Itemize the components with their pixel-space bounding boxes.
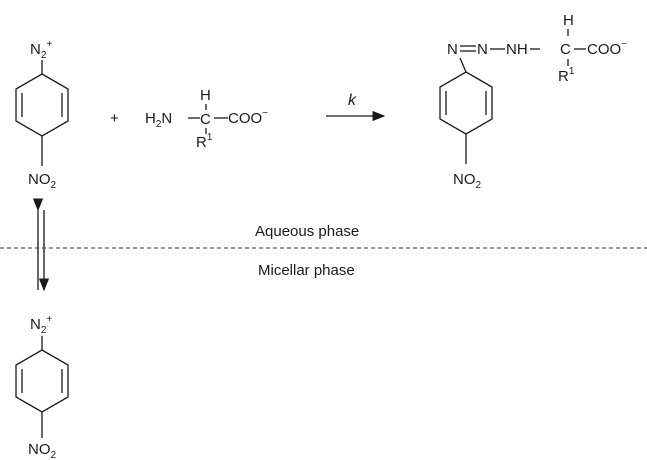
- plus-sign: +: [110, 110, 119, 127]
- diazonium-n-label: N2+: [30, 39, 52, 61]
- azo-ring-bond: [459, 57, 467, 73]
- h-atom-label: H: [200, 87, 211, 104]
- product-h-label: H: [563, 12, 574, 29]
- benzene-ring: [15, 73, 69, 137]
- product-carboxylate-label: COO−: [587, 39, 627, 58]
- triazene-product: N N NH H C COO− R1 NO2: [439, 12, 627, 191]
- micellar-nitro-label: NO2: [28, 441, 57, 460]
- alpha-carbon-label: C: [200, 111, 211, 128]
- carboxylate-label: COO−: [228, 108, 268, 127]
- product-nitro-label: NO2: [453, 171, 482, 191]
- r-group-label: R1: [196, 132, 213, 151]
- micellar-diazonium-n-label: N2+: [30, 314, 52, 336]
- product-r-group-label: R1: [558, 66, 575, 85]
- amine-label: H2N: [145, 110, 172, 130]
- rate-constant-label: k: [348, 92, 357, 109]
- nh-label: NH: [506, 41, 528, 58]
- nitro-label: NO2: [28, 171, 57, 191]
- diazonium-aqueous: N2+ NO2: [15, 39, 69, 191]
- amino-acid: H2N H C COO− R1: [145, 87, 268, 151]
- aqueous-phase-label: Aqueous phase: [255, 223, 359, 240]
- product-carbon-label: C: [560, 41, 571, 58]
- micellar-phase-label: Micellar phase: [258, 262, 355, 279]
- diazonium-micellar: N2+ NO2: [15, 314, 69, 460]
- micellar-benzene-ring: [15, 349, 69, 413]
- azo-n2-label: N: [477, 41, 488, 58]
- product-benzene-ring: [439, 71, 493, 135]
- azo-n1-label: N: [447, 41, 458, 58]
